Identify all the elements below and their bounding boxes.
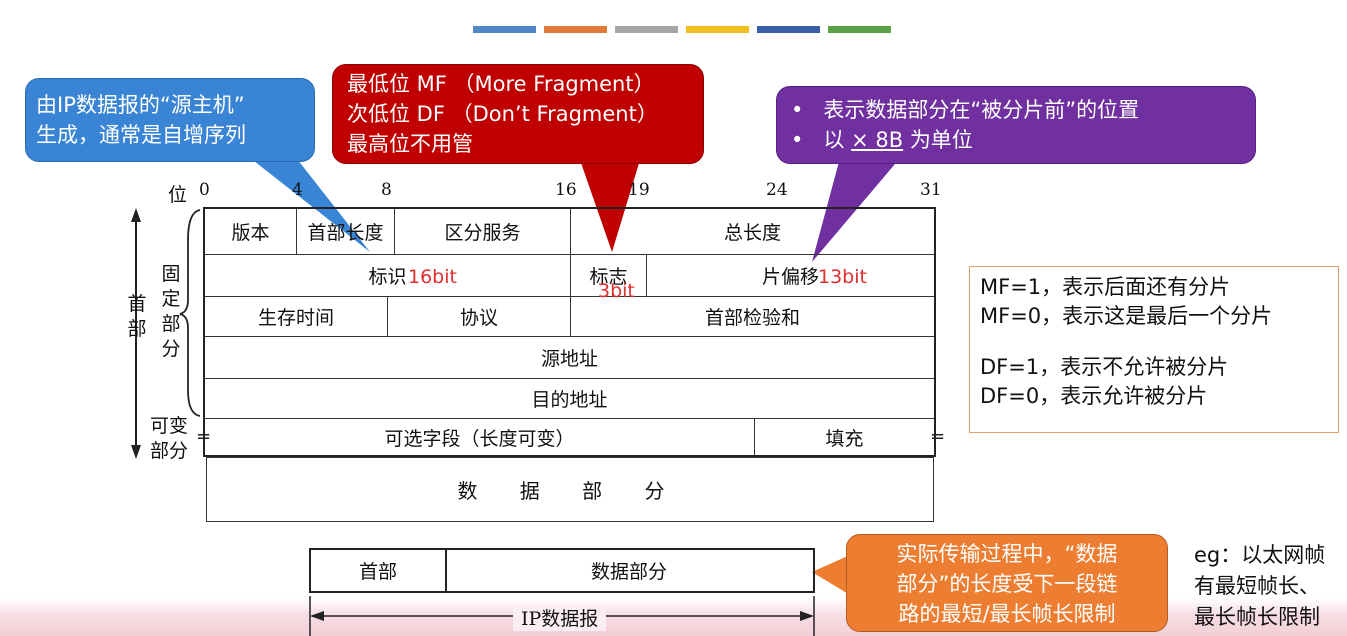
variable-part-label: 可变 部分 — [150, 414, 188, 464]
offset-bullet-1-text: 表示数据部分在“被分片前”的位置 — [823, 98, 1140, 122]
bit-8: 8 — [381, 180, 392, 200]
field-total-length: 总长度 — [571, 209, 934, 255]
flags-callout: 最低位 MF （More Fragment） 次低位 DF （Don’t Fra… — [332, 64, 704, 164]
field-protocol: 协议 — [388, 297, 571, 337]
right-equals-mark: = — [930, 426, 945, 447]
mf1-note: MF=1，表示后面还有分片 — [980, 275, 1231, 299]
offset-callout: •表示数据部分在“被分片前”的位置 •以 × 8B 为单位 — [776, 86, 1256, 164]
ident-callout-line-1: 由IP数据报的“源主机” — [36, 93, 245, 117]
field-version: 版本 — [205, 209, 297, 255]
flags-callout-line-2: 次低位 DF （Don’t Fragment） — [347, 102, 658, 126]
fixed-part-brace — [179, 209, 201, 417]
arrow-up-icon — [131, 208, 141, 222]
data-section: 数 据 部 分 — [206, 457, 934, 522]
offset-bullet-2-unit: × 8B — [851, 128, 904, 152]
arrow-down-icon — [131, 445, 141, 459]
field-padding: 填充 — [825, 427, 864, 450]
packet-data-box: 数据部分 — [445, 548, 815, 593]
fixed-label-char-1: 固 — [161, 263, 181, 285]
field-destination-address: 目的地址 — [205, 379, 934, 419]
flags-bit-note: 3bit — [598, 280, 635, 302]
df1-note: DF=1，表示不允许被分片 — [980, 355, 1229, 379]
field-header-length: 首部长度 — [297, 209, 395, 255]
bit-24: 24 — [766, 180, 788, 200]
bit-31: 31 — [920, 180, 942, 200]
notes-spacer — [980, 331, 1328, 353]
color-bar-1 — [473, 26, 536, 33]
ethernet-example-note: eg：以太网帧 有最短帧长、 最长帧长限制 — [1194, 540, 1325, 633]
mf-df-notes-box: MF=1，表示后面还有分片 MF=0，表示这是最后一个分片 DF=1，表示不允许… — [969, 266, 1339, 433]
packet-header-box: 首部 — [309, 548, 447, 593]
flags-callout-pointer — [580, 160, 640, 252]
color-bar-6 — [828, 26, 891, 33]
bit-0: 0 — [199, 180, 210, 200]
field-fragment-offset: 片偏移 — [647, 255, 934, 297]
header-label-char-1: 首 — [127, 293, 147, 315]
arrow-right-icon — [800, 611, 814, 621]
ident-bit-note: 16bit — [408, 266, 457, 288]
transfer-callout-pointer — [812, 555, 850, 595]
variable-label-line-2: 部分 — [150, 440, 189, 462]
df0-note: DF=0，表示允许被分片 — [980, 384, 1208, 408]
transfer-callout: 实际传输过程中，“数据 部分”的长度受下一段链 路的最短/最长帧长限制 — [846, 534, 1168, 632]
header-side-label: 首 部 — [126, 292, 148, 342]
offset-callout-pointer — [812, 158, 900, 262]
color-bar-3 — [615, 26, 678, 33]
bit-16: 16 — [555, 180, 577, 200]
field-source-address: 源地址 — [205, 337, 934, 379]
mf0-note: MF=0，表示这是最后一个分片 — [980, 304, 1273, 328]
bit-axis-label: 位 — [168, 184, 188, 206]
title-color-bar — [473, 26, 891, 33]
eg-line-2: 有最短帧长、 — [1194, 574, 1320, 598]
ident-callout-line-2: 生成，通常是自增序列 — [36, 123, 246, 147]
color-bar-2 — [544, 26, 607, 33]
field-identification: 标识 — [205, 255, 571, 297]
field-ttl: 生存时间 — [205, 297, 388, 337]
color-bar-4 — [686, 26, 749, 33]
flags-callout-line-3: 最高位不用管 — [347, 132, 473, 156]
fixed-label-char-3: 部 — [161, 313, 181, 335]
fixed-label-char-4: 分 — [161, 338, 181, 360]
eg-line-1: eg：以太网帧 — [1194, 543, 1326, 567]
eg-line-3: 最长帧长限制 — [1194, 605, 1320, 629]
ident-callout-pointer — [240, 150, 370, 252]
transfer-callout-line-2: 部分”的长度受下一段链 — [896, 572, 1118, 596]
fixed-label-char-2: 定 — [161, 288, 181, 310]
field-flags: 标志 — [571, 255, 647, 297]
transfer-callout-line-1: 实际传输过程中，“数据 — [896, 542, 1118, 566]
ident-callout: 由IP数据报的“源主机” 生成，通常是自增序列 — [25, 78, 315, 162]
arrow-left-icon — [310, 611, 324, 621]
variable-label-line-1: 可变 — [150, 415, 189, 437]
field-dscp: 区分服务 — [395, 209, 571, 255]
field-options: 可选字段（长度可变） — [205, 419, 755, 455]
fixed-part-label: 固 定 部 分 — [160, 262, 182, 362]
offset-callout-bullet-2: •以 × 8B 为单位 — [791, 128, 973, 152]
bit-4: 4 — [292, 180, 303, 200]
header-label-char-2: 部 — [127, 318, 147, 340]
bit-19: 19 — [628, 180, 650, 200]
field-checksum: 首部检验和 — [571, 297, 934, 337]
offset-bit-note: 13bit — [818, 266, 867, 288]
flags-callout-line-1: 最低位 MF （More Fragment） — [347, 72, 655, 96]
offset-bullet-2-suffix: 为单位 — [909, 128, 973, 152]
offset-bullet-2-prefix: 以 — [823, 128, 845, 152]
ip-header-table: 版本 首部长度 区分服务 总长度 标识 标志 片偏移 生存时间 协议 首部检验和… — [203, 207, 936, 457]
offset-callout-bullet-1: •表示数据部分在“被分片前”的位置 — [791, 98, 1140, 122]
packet-label: IP数据报 — [513, 604, 607, 631]
color-bar-5 — [757, 26, 820, 33]
transfer-callout-line-3: 路的最短/最长帧长限制 — [898, 602, 1116, 626]
